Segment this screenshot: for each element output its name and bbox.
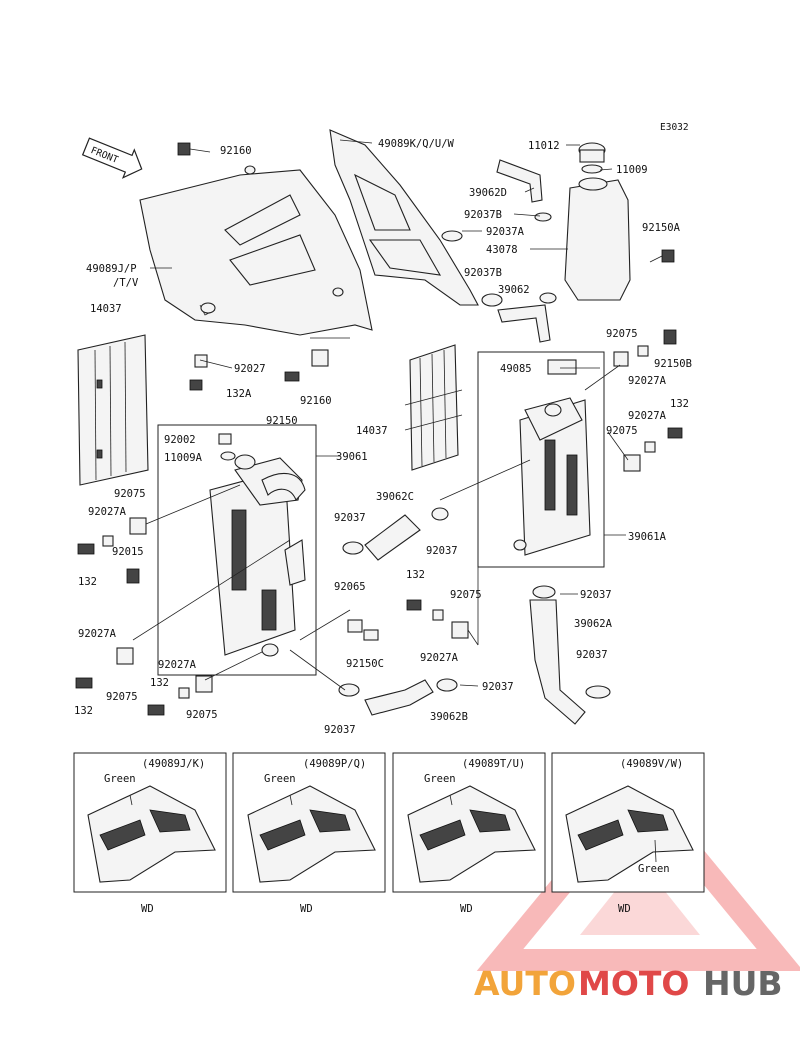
variant-color: Green <box>264 773 296 785</box>
variant-panel-1: (49089J/K) Green WD <box>73 752 227 915</box>
label-92037b-b: 92037B <box>464 267 502 279</box>
variant-sub: WD <box>141 903 154 915</box>
label-92027a-l1: 92027A <box>88 506 127 518</box>
label-92037-b: 92037 <box>324 724 356 736</box>
label-39062a: 39062A <box>574 618 613 630</box>
label-39062-mid: 39062 <box>498 284 530 296</box>
label-49089jptv-2: /T/V <box>113 277 139 289</box>
label-92037b-a: 92037B <box>464 209 502 221</box>
leader-lines <box>132 139 629 691</box>
variant-color: Green <box>638 863 670 875</box>
label-92037-r3: 92037 <box>580 589 612 601</box>
hoses <box>261 159 586 725</box>
label-92150: 92150 <box>266 415 298 427</box>
label-92027-mid: 92027 <box>234 363 266 375</box>
label-39061: 39061 <box>336 451 368 463</box>
label-49089kquw: 49089K/Q/U/W <box>378 138 455 150</box>
variant-sub: WD <box>460 903 473 915</box>
left-radiator <box>157 424 317 676</box>
label-92027a-l2: 92027A <box>78 628 117 640</box>
label-132-r: 132 <box>670 398 689 410</box>
label-92015: 92015 <box>112 546 144 558</box>
reservoir-tank <box>564 142 631 301</box>
label-92160-top: 92160 <box>220 145 252 157</box>
variant-color: Green <box>424 773 456 785</box>
variant-code: (49089P/Q) <box>303 758 366 770</box>
label-132a: 132A <box>226 388 252 400</box>
label-92037-r4: 92037 <box>576 649 608 661</box>
label-11012: 11012 <box>528 140 560 152</box>
label-132-l3: 132 <box>74 705 93 717</box>
label-92160-mid: 92160 <box>300 395 332 407</box>
label-14037-left: 14037 <box>90 303 122 315</box>
label-11009: 11009 <box>616 164 648 176</box>
label-43078: 43078 <box>486 244 518 256</box>
watermark-part1: AUTO <box>474 964 576 1003</box>
variant-panels: (49089J/K) Green WD (49089P/Q) Green WD … <box>73 752 705 915</box>
front-arrow-icon: FRONT <box>81 137 143 179</box>
label-92075-r2: 92075 <box>606 425 638 437</box>
label-132-l1: 132 <box>78 576 97 588</box>
watermark-text: AUTO MOTO HUB <box>474 964 783 1003</box>
label-92150c: 92150C <box>346 658 384 670</box>
variant-code: (49089J/K) <box>142 758 205 770</box>
variant-panel-2: (49089P/Q) Green WD <box>232 752 386 915</box>
label-92150a: 92150A <box>642 222 681 234</box>
label-132-l2: 132 <box>150 677 169 689</box>
variant-panel-4: (49089V/W) Green WD <box>551 752 705 915</box>
watermark-part3: HUB <box>703 964 783 1003</box>
variant-panel-3: (49089T/U) Green WD <box>392 752 546 915</box>
variant-code: (49089V/W) <box>620 758 683 770</box>
label-92002: 92002 <box>164 434 196 446</box>
label-92075-l1: 92075 <box>114 488 146 500</box>
label-11009a: 11009A <box>164 452 203 464</box>
fasteners <box>75 142 683 716</box>
label-92037a-a: 92037A <box>486 226 525 238</box>
right-radiator <box>477 351 605 568</box>
variant-code: (49089T/U) <box>462 758 525 770</box>
label-92037-r5: 92037 <box>482 681 514 693</box>
label-92150b: 92150B <box>654 358 692 370</box>
label-92075-r1: 92075 <box>606 328 638 340</box>
watermark-part2: MOTO <box>578 964 689 1003</box>
variant-color: Green <box>104 773 136 785</box>
label-92075-l2: 92075 <box>106 691 138 703</box>
label-92027a-r1: 92027A <box>628 375 667 387</box>
label-92027a-l3: 92027A <box>158 659 197 671</box>
label-39061a: 39061A <box>628 531 667 543</box>
right-shroud <box>329 129 479 306</box>
label-39062b: 39062B <box>430 711 468 723</box>
label-92075-l3: 92075 <box>186 709 218 721</box>
label-92037-c2: 92037 <box>426 545 458 557</box>
label-92065: 92065 <box>334 581 366 593</box>
diagram-code: E3032 <box>660 122 689 133</box>
label-39062d: 39062D <box>469 187 507 199</box>
variant-sub: WD <box>300 903 313 915</box>
label-92037-c1: 92037 <box>334 512 366 524</box>
label-92027a-r2: 92027A <box>628 410 667 422</box>
label-92075-c: 92075 <box>450 589 482 601</box>
label-49085: 49085 <box>500 363 532 375</box>
label-132-c: 132 <box>406 569 425 581</box>
label-39062c: 39062C <box>376 491 414 503</box>
left-shroud <box>139 165 373 336</box>
hose-clamps <box>338 212 611 699</box>
left-radiator-guard <box>77 334 149 486</box>
label-14037-mid: 14037 <box>356 425 388 437</box>
center-radiator-guard <box>404 344 463 471</box>
label-49089jptv-1: 49089J/P <box>86 263 137 275</box>
part-labels: 92160 49089K/Q/U/W 11012 11009 39062D 92… <box>74 138 692 736</box>
variant-sub: WD <box>618 903 631 915</box>
label-92027a-c: 92027A <box>420 652 459 664</box>
